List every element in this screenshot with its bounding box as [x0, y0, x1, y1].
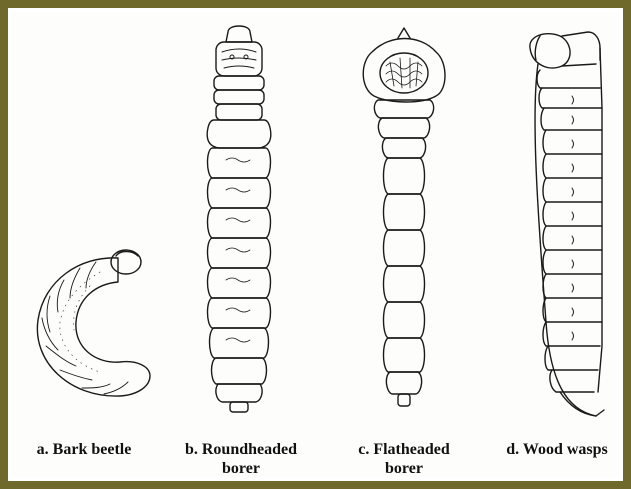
roundheaded-borer-larva [207, 26, 271, 412]
caption-wood-wasps: d. Wood wasps [490, 440, 624, 459]
caption-flatheaded-borer: c. Flatheaded borer [328, 440, 480, 478]
caption-line: c. Flatheaded [328, 440, 480, 459]
flatheaded-borer-larva [363, 28, 445, 406]
caption-line: b. Roundheaded [162, 440, 320, 459]
caption-line: borer [328, 459, 480, 478]
caption-line: d. Wood wasps [490, 440, 624, 459]
caption-roundheaded-borer: b. Roundheaded borer [162, 440, 320, 478]
wood-wasp-larva [530, 32, 604, 416]
caption-line: borer [162, 459, 320, 478]
caption-line: a. Bark beetle [16, 440, 152, 459]
bark-beetle-larva [37, 250, 150, 396]
caption-bark-beetle: a. Bark beetle [16, 440, 152, 459]
